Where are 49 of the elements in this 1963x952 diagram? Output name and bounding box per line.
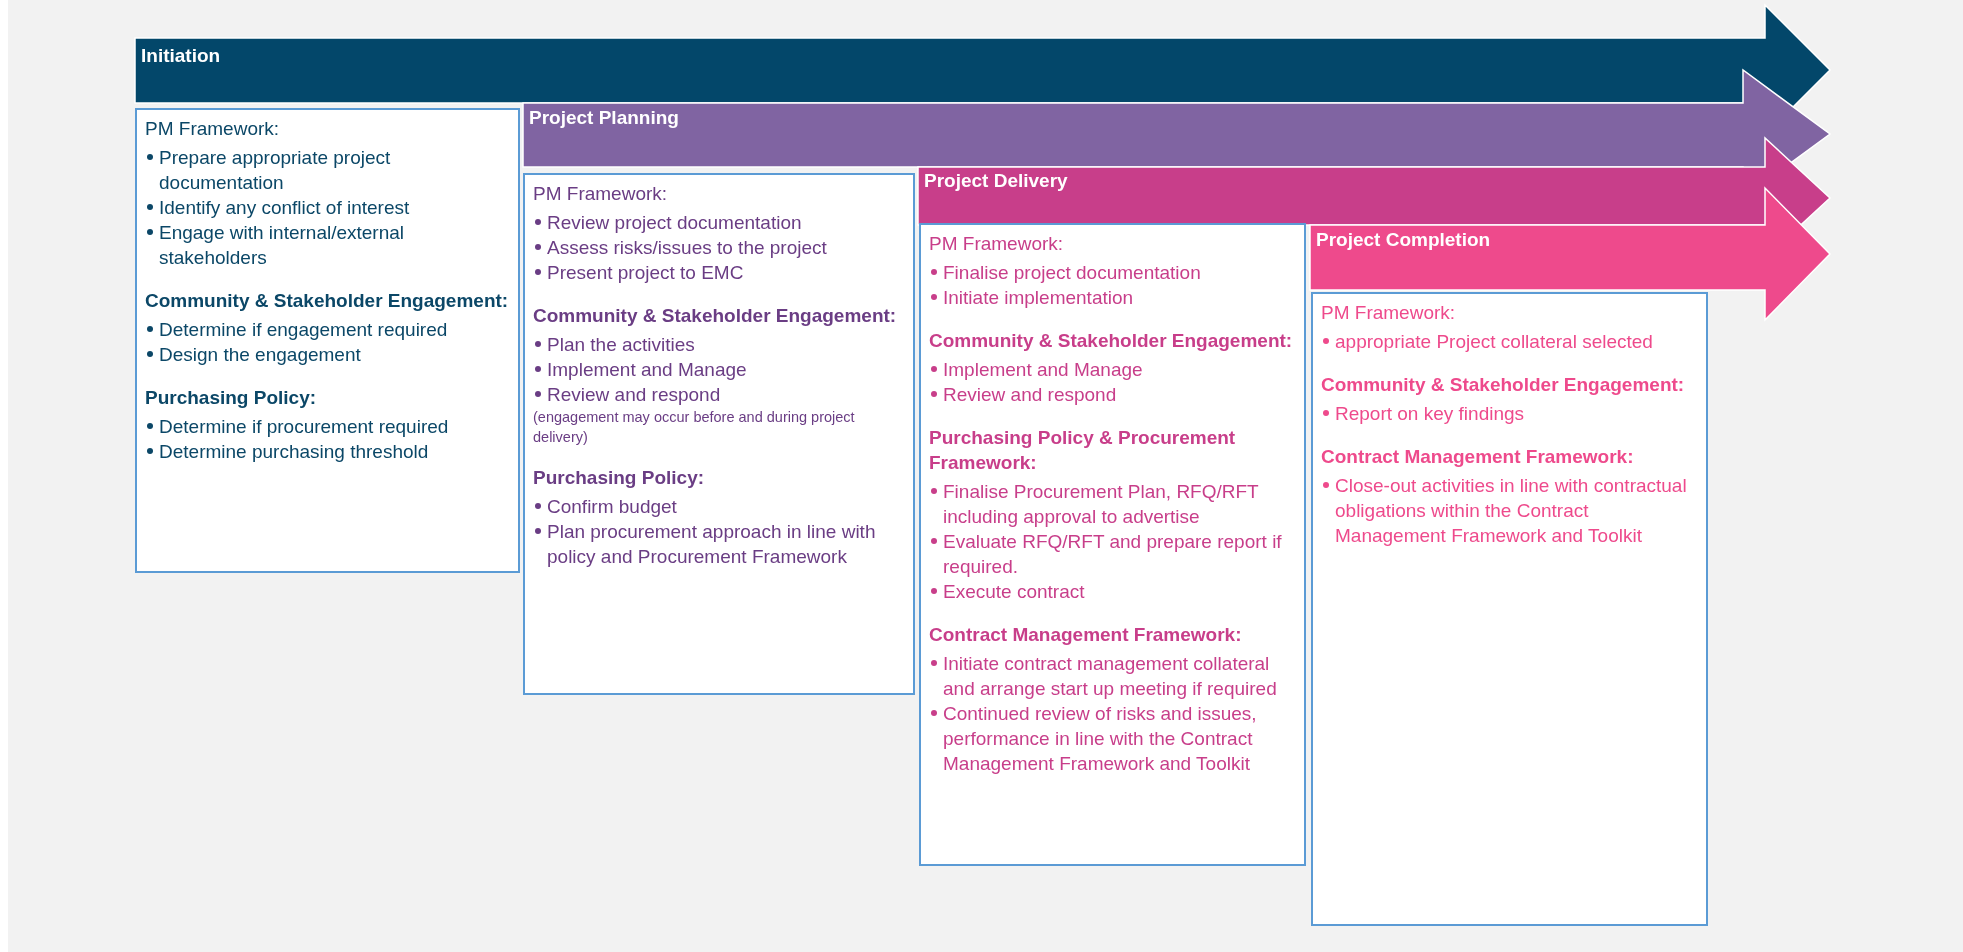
phase-title: Initiation: [141, 45, 221, 67]
phase-title: Project Planning: [529, 107, 679, 129]
phase-title: Project Completion: [1316, 229, 1491, 251]
note-text: (engagement may occur before and during project delivery): [533, 408, 856, 447]
bullet-text: Continued review of risks and issues, performance in line with the Contract Management Framework and Toolkit: [943, 703, 1257, 774]
bullet-text: Review project documentation: [547, 212, 802, 233]
bullet-text: Engage with internal/external stakeholders: [159, 222, 405, 268]
bullet-text: Present project to EMC: [547, 262, 744, 283]
bullet-text: Review and respond: [547, 384, 721, 405]
stage-box: [1311, 292, 1708, 926]
section-heading: Community & Stakeholder Engagement:: [929, 329, 1294, 353]
section-heading: PM Framework:: [1321, 301, 1457, 325]
section-heading: Contract Management Framework:: [929, 623, 1243, 647]
bullet-text: Initiate implementation: [943, 287, 1134, 308]
bullet-text: Determine if engagement required: [159, 319, 448, 340]
bullet-text: Finalise Procurement Plan, RFQ/RFT including approval to advertise: [943, 481, 1259, 527]
bullet-text: Review and respond: [943, 384, 1117, 405]
bullet-text: Initiate contract management collateral and arrange start up meeting if required: [943, 653, 1277, 699]
section-heading: PM Framework:: [145, 117, 281, 141]
bullet-text: Determine if procurement required: [159, 416, 449, 437]
phase-title: Project Delivery: [924, 170, 1068, 192]
bullet-text: Report on key findings: [1335, 403, 1525, 424]
stage-box: [523, 173, 915, 695]
section-heading: Purchasing Policy:: [533, 466, 706, 490]
bullet-text: appropriate Project collateral selected: [1335, 331, 1653, 352]
bullet-text: Assess risks/issues to the project: [547, 237, 827, 258]
bullet-text: Design the engagement: [159, 344, 361, 365]
section-heading: Purchasing Policy & Procurement Framework:: [929, 426, 1237, 475]
stage-box: [135, 108, 520, 573]
section-heading: Contract Management Framework:: [1321, 445, 1635, 469]
section-heading: PM Framework:: [533, 182, 669, 206]
bullet-text: Implement and Manage: [943, 359, 1143, 380]
bullet-text: Execute contract: [943, 581, 1085, 602]
bullet-text: Confirm budget: [547, 496, 677, 517]
bullet-text: Plan procurement approach in line with policy and Procurement Framework: [547, 521, 876, 567]
section-heading: Purchasing Policy:: [145, 386, 318, 410]
bullet-text: Determine purchasing threshold: [159, 441, 429, 462]
section-heading: Community & Stakeholder Engagement:: [533, 304, 898, 328]
bullet-text: Evaluate RFQ/RFT and prepare report if required.: [943, 531, 1282, 577]
bullet-text: Identify any conflict of interest: [159, 197, 410, 218]
bullet-text: Close-out activities in line with contractual obligations within the Contract Management Framework and Toolkit: [1335, 475, 1687, 546]
section-heading: PM Framework:: [929, 232, 1065, 256]
bullet-text: Implement and Manage: [547, 359, 747, 380]
bullet-text: Prepare appropriate project documentation: [159, 147, 391, 193]
bullet-text: Finalise project documentation: [943, 262, 1201, 283]
section-heading: Community & Stakeholder Engagement:: [145, 289, 510, 313]
section-heading: Community & Stakeholder Engagement:: [1321, 373, 1686, 397]
stage-box: [919, 223, 1306, 866]
bullet-text: Plan the activities: [547, 334, 695, 355]
